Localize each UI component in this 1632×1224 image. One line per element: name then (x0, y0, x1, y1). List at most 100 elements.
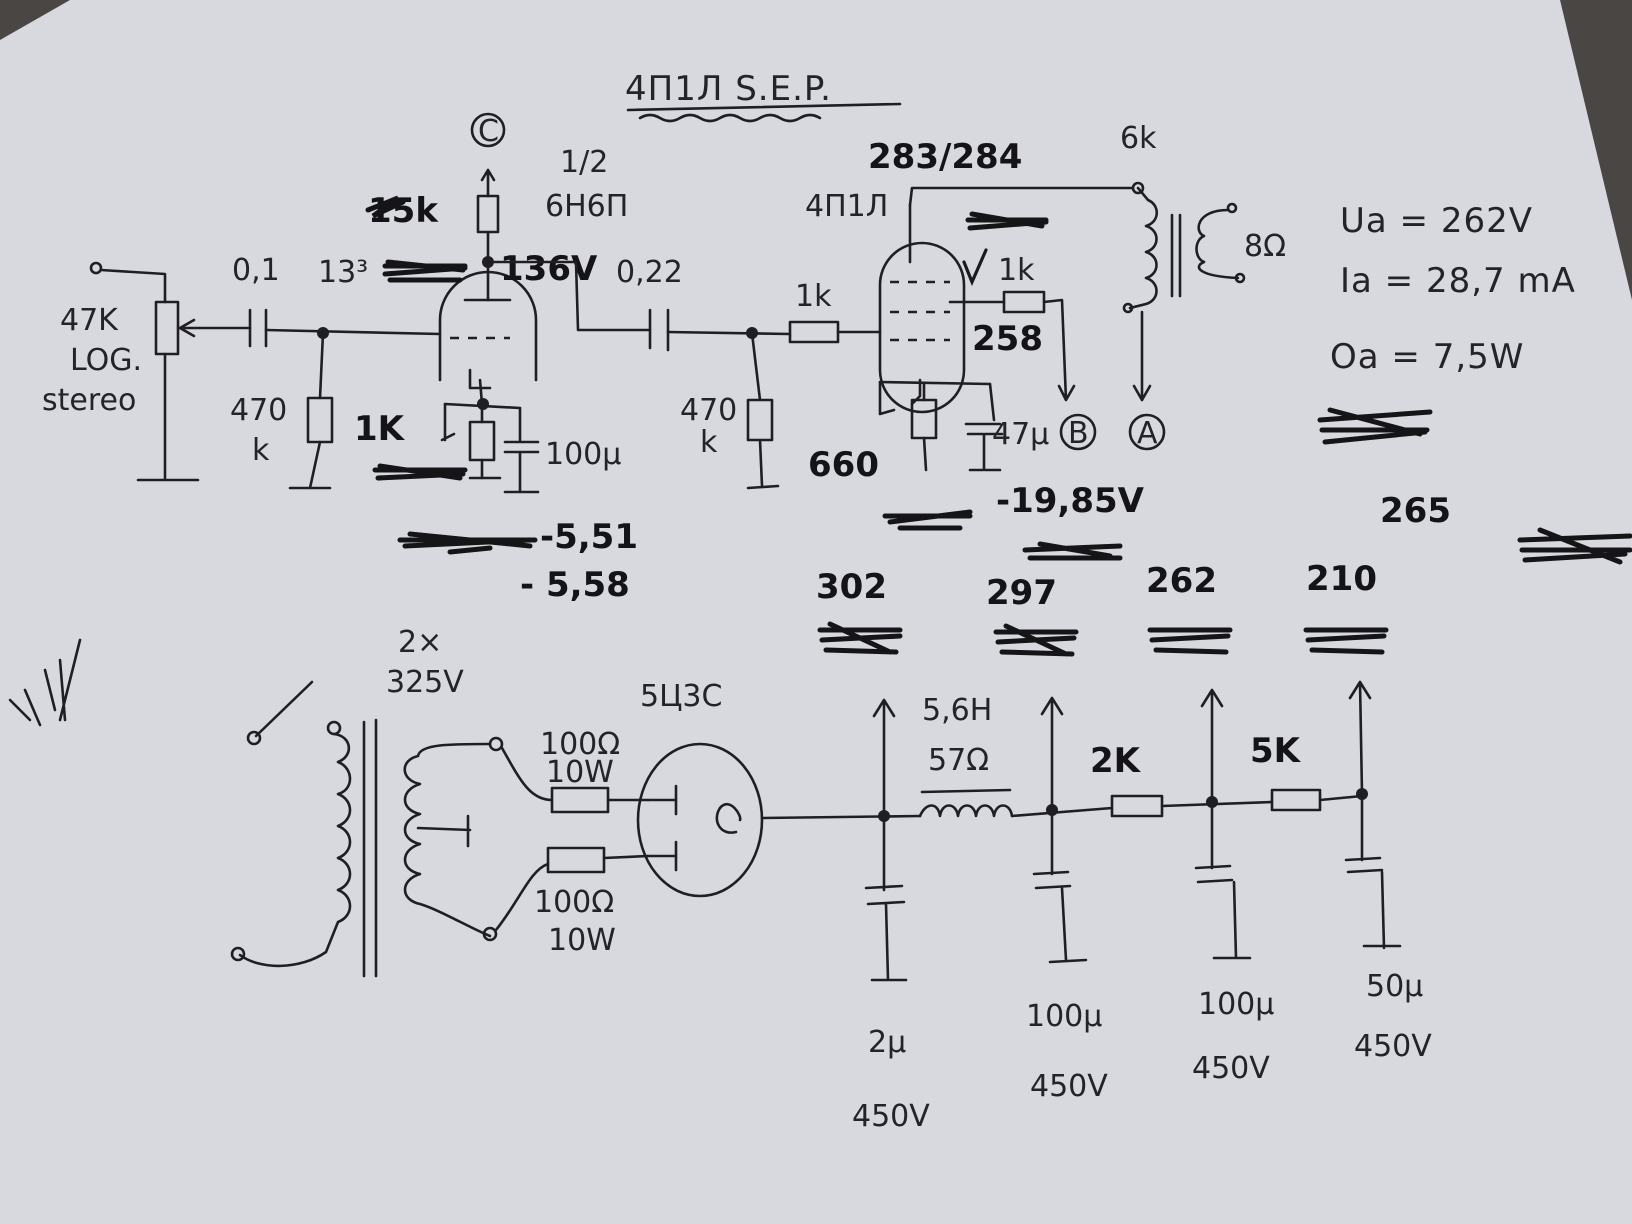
margin-scribble (1517, 527, 1632, 565)
ps-resistor-5k-value: 5K (1250, 731, 1302, 771)
ps-res-top-value: 100Ω (540, 727, 620, 762)
transformer-primary-impedance: 6k (1120, 121, 1157, 156)
driver-grid-resistor-unit: k (252, 433, 270, 468)
input-coupling-cap (248, 308, 442, 348)
title-wavy-underline (638, 113, 822, 123)
filter-cap-3-voltage: 450V (1192, 1051, 1270, 1086)
driver-bias-1: -5,51 (540, 517, 638, 557)
output-plate-voltage: 283/284 (868, 137, 1022, 177)
filter-cap-4-voltage: 450V (1354, 1029, 1432, 1064)
driver-plate-resistor (476, 168, 500, 264)
driver-grid-resistor (288, 331, 334, 490)
choke-resistance: 57Ω (928, 743, 989, 778)
node-c-circle (470, 112, 506, 148)
screen-voltage: 258 (972, 319, 1043, 359)
screen-voltage-check (962, 248, 988, 287)
supply-voltage-4: 210 (1306, 559, 1377, 599)
filter-cap-3 (1194, 800, 1252, 960)
input-cap-label: 0,1 (232, 253, 280, 288)
driver-plate-voltage: 136V (500, 249, 598, 289)
node-b-label: B (1068, 416, 1089, 451)
supply-voltage-1: 302 (816, 567, 887, 607)
filter-cap-1-value: 2µ (868, 1025, 906, 1060)
bplus-line-1 (760, 814, 922, 820)
output-transformer (1122, 186, 1246, 402)
filter-cap-2-value: 100µ (1026, 999, 1102, 1034)
paper-shadow-corner (1560, 0, 1632, 300)
transformer-secondary-impedance: 8Ω (1244, 229, 1286, 264)
filter-cap-1-voltage: 450V (852, 1099, 930, 1134)
filter-cap-4-value: 50µ (1366, 969, 1423, 1004)
output-cathode-resistor: 660 (808, 445, 879, 485)
driver-plate-voltage-note: 13³ (318, 255, 368, 290)
coupling-grid-resistor (746, 331, 780, 490)
screen-resistor-value: 1k (998, 253, 1035, 288)
output-plate-terminal (1131, 181, 1145, 195)
power-transformer (230, 680, 504, 978)
supply-voltage-4-old (1303, 627, 1389, 655)
spec-scribble (1317, 407, 1433, 445)
pot-label-stereo: stereo (42, 383, 136, 418)
filter-cap-2-voltage: 450V (1030, 1069, 1108, 1104)
driver-tube-label: 6Н6П (545, 189, 628, 224)
supply-voltage-1-old (817, 621, 903, 655)
screen-resistor (948, 290, 1076, 402)
output-tube (878, 203, 966, 414)
grid-stopper-value: 1k (795, 279, 832, 314)
rectifier-tube (636, 742, 764, 898)
node-b-circle (1059, 413, 1097, 451)
node-c-label: C (478, 114, 499, 149)
margin-tick-marks (8, 638, 82, 727)
choke-inductance: 5,6H (922, 693, 992, 728)
output-cathode-cap: 47µ (992, 417, 1049, 452)
rectifier-tube-label: 5Ц3С (640, 679, 722, 714)
pot-label-value: 47K (60, 303, 119, 338)
ps-res-bot-power: 10W (548, 923, 616, 958)
driver-cathode-cap: 100µ (545, 437, 621, 472)
output-bias-old-scribble-1 (882, 509, 973, 531)
driver-bias-2: - 5,58 (520, 565, 630, 605)
filter-cap-3-value: 100µ (1198, 987, 1274, 1022)
plate-resistor-scribble (365, 195, 406, 219)
driver-cathode-scribble (372, 463, 468, 481)
spec-pout: Oa = 7,5W (1330, 337, 1524, 377)
ps-res-top-power: 10W (546, 755, 614, 790)
driver-plate-wire (486, 260, 652, 332)
driver-cathode-resistor: 1K (354, 409, 406, 449)
driver-old-voltage-scribble (382, 259, 468, 283)
output-bias: -19,85V (996, 481, 1145, 521)
driver-grid-resistor-value: 470 (230, 393, 287, 428)
grid-stopper-resistor (788, 320, 882, 344)
rectifier-resistors (494, 746, 650, 932)
supply-voltage-3-old (1147, 627, 1233, 655)
filter-cap-2 (1032, 808, 1088, 964)
coupling-grid-resistor-value: 470 (680, 393, 737, 428)
output-tube-label: 4П1Л (805, 189, 888, 224)
supply-arrows (872, 680, 1372, 818)
ps-transformer-label-2: 325V (386, 665, 464, 700)
driver-bias-scribble (397, 531, 538, 555)
output-bias-old-scribble-2 (1022, 541, 1123, 561)
output-cathode-network (878, 380, 1004, 472)
paper-shadow-edge (0, 0, 70, 40)
title-underline (626, 102, 902, 112)
pot-label-taper: LOG. (70, 343, 142, 378)
ps-resistor-2k-value: 2K (1090, 741, 1142, 781)
supply-voltage-3: 262 (1146, 561, 1217, 601)
driver-cathode-network (440, 398, 540, 494)
ps-transformer-label-1: 2× (398, 625, 442, 660)
filter-cap-4 (1344, 792, 1402, 950)
coupling-cap (648, 308, 792, 352)
ps-res-bot-value: 100Ω (534, 885, 614, 920)
choke (918, 788, 1114, 818)
input-potentiometer (89, 261, 252, 482)
page-title: 4П1Л S.E.P. (625, 69, 832, 109)
screen-old-value-scribble (965, 211, 1049, 231)
node-a-label: A (1137, 416, 1158, 451)
output-plate-wire (908, 186, 1134, 207)
spec-ua: Ua = 262V (1340, 201, 1533, 241)
ps-resistor-5k (1270, 788, 1364, 812)
coupling-grid-resistor-unit: k (700, 425, 718, 460)
node-a-circle (1128, 413, 1166, 451)
